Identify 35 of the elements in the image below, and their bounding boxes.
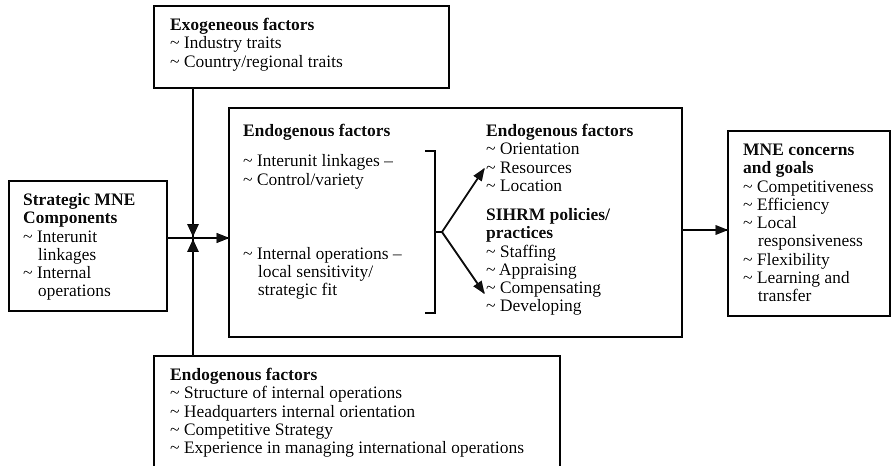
- list-item: ~ Efficiency: [743, 194, 830, 214]
- heading: Endogenous factors: [486, 121, 634, 140]
- list-item: ~ Orientation: [486, 139, 581, 158]
- list-item: ~ Control/variety: [243, 170, 364, 188]
- heading: Endogenous factors: [170, 365, 318, 384]
- text-box: [727, 130, 891, 317]
- text-box: [8, 180, 168, 312]
- list-item: ~ Learning and transfer: [743, 268, 851, 305]
- group-box: [228, 107, 683, 338]
- list-item: ~ Appraising: [486, 260, 578, 278]
- heading: MNE concerns and goals: [743, 140, 856, 177]
- heading: Endogenous factors: [243, 121, 392, 140]
- list-item: ~ Resources: [486, 158, 573, 176]
- list-item: ~ Country/regional traits: [170, 52, 344, 70]
- list-item: ~ Local responsiveness: [743, 213, 864, 250]
- list-item: ~ Internal operations – local sensitivity/ strategic fit: [243, 244, 403, 299]
- heading: Strategic MNE Components: [23, 190, 136, 227]
- list-item: ~ Industry traits: [170, 33, 283, 52]
- heading: SIHRM policies/ practices: [486, 205, 612, 242]
- list-item: ~ Structure of internal operations: [170, 383, 404, 402]
- list-item: ~ Headquarters internal orientation: [170, 402, 416, 420]
- list-item: ~ Experience in managing international operations: [170, 438, 525, 456]
- list-item: ~ Location: [486, 176, 564, 194]
- list-item: ~ Compensating: [486, 278, 602, 296]
- list-item: ~ Competitive Strategy: [170, 420, 334, 438]
- list-item: ~ Flexibility: [743, 250, 830, 268]
- list-item: ~ Interunit linkages –: [243, 151, 394, 170]
- text-box: [153, 355, 561, 466]
- list-item: ~ Internal operations: [23, 263, 112, 300]
- heading: Exogeneous factors: [170, 15, 316, 34]
- list-item: ~ Competitiveness: [743, 176, 874, 195]
- list-item: ~ Interunit linkages: [23, 226, 98, 264]
- list-item: ~ Developing: [486, 296, 582, 315]
- list-item: ~ Staffing: [486, 242, 557, 260]
- text-box: [153, 5, 450, 89]
